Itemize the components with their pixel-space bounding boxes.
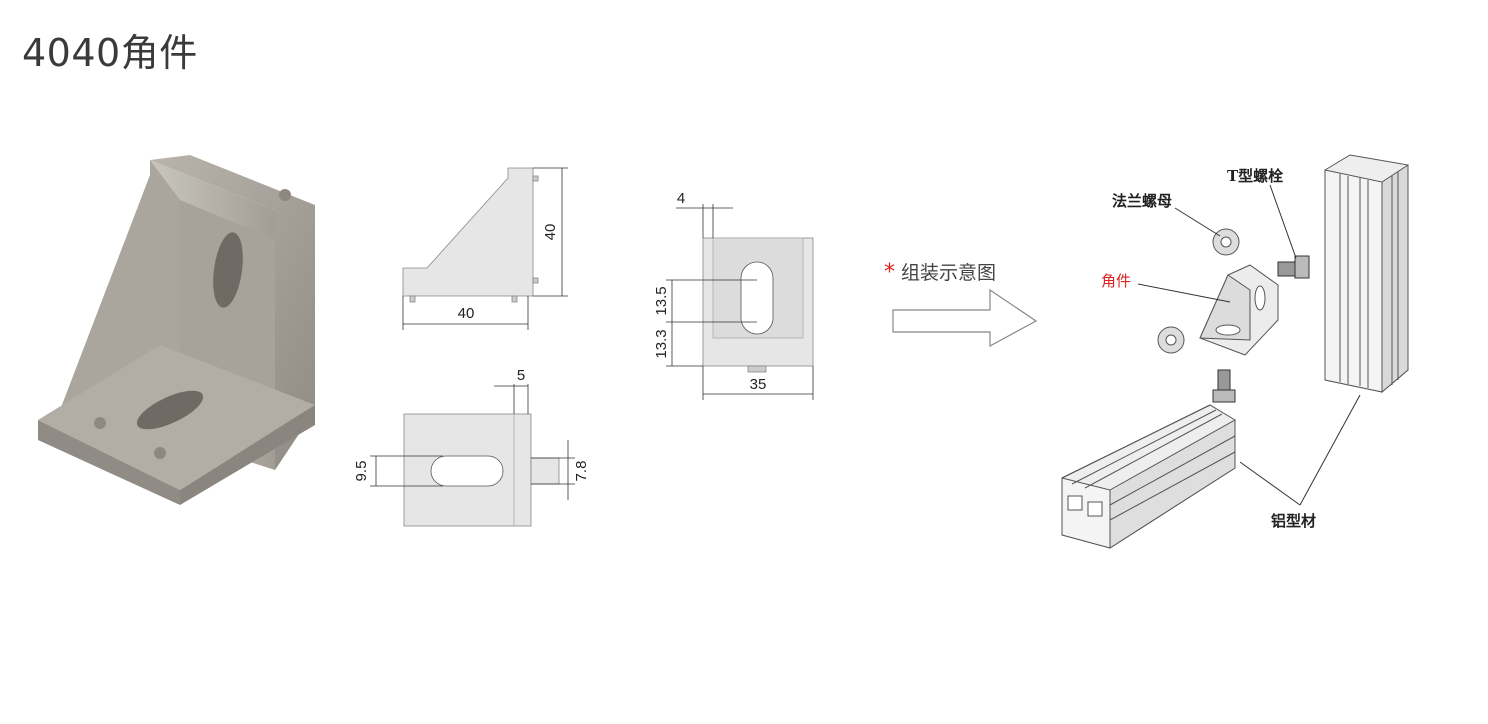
dim-side-width: 40 <box>458 305 475 322</box>
label-profile: 铝型材 <box>1271 512 1317 530</box>
front-view <box>666 204 814 400</box>
dim-front-bottom: 13.3 <box>653 329 670 358</box>
assembly-heading: * 组装示意图 <box>884 258 996 285</box>
required-star: * <box>884 260 895 285</box>
label-t-bolt: T型螺栓 <box>1227 167 1284 185</box>
dim-front-slot: 13.5 <box>653 286 670 315</box>
assembly-illustration <box>1061 154 1409 549</box>
t-bolt-icon <box>1212 255 1310 403</box>
label-bracket: 角件 <box>1101 272 1132 290</box>
arrow-icon <box>892 288 1038 348</box>
dim-side-height: 40 <box>542 224 559 241</box>
bracket-small <box>1199 264 1279 356</box>
dim-front-offset: 4 <box>677 190 685 207</box>
dim-top-slot: 9.5 <box>353 461 370 482</box>
dim-front-width: 35 <box>750 376 767 393</box>
side-view <box>402 167 568 330</box>
horizontal-profile <box>1061 404 1236 549</box>
vertical-profile <box>1324 154 1409 394</box>
bracket-photo <box>38 155 315 505</box>
top-view <box>370 384 575 527</box>
label-flange-nut: 法兰螺母 <box>1112 192 1173 210</box>
assembly-heading-text: 组装示意图 <box>901 262 997 284</box>
page-title: 4040角件 <box>22 31 198 75</box>
dim-top-boss: 7.8 <box>573 461 590 482</box>
dim-top-spacing: 5 <box>517 367 525 384</box>
